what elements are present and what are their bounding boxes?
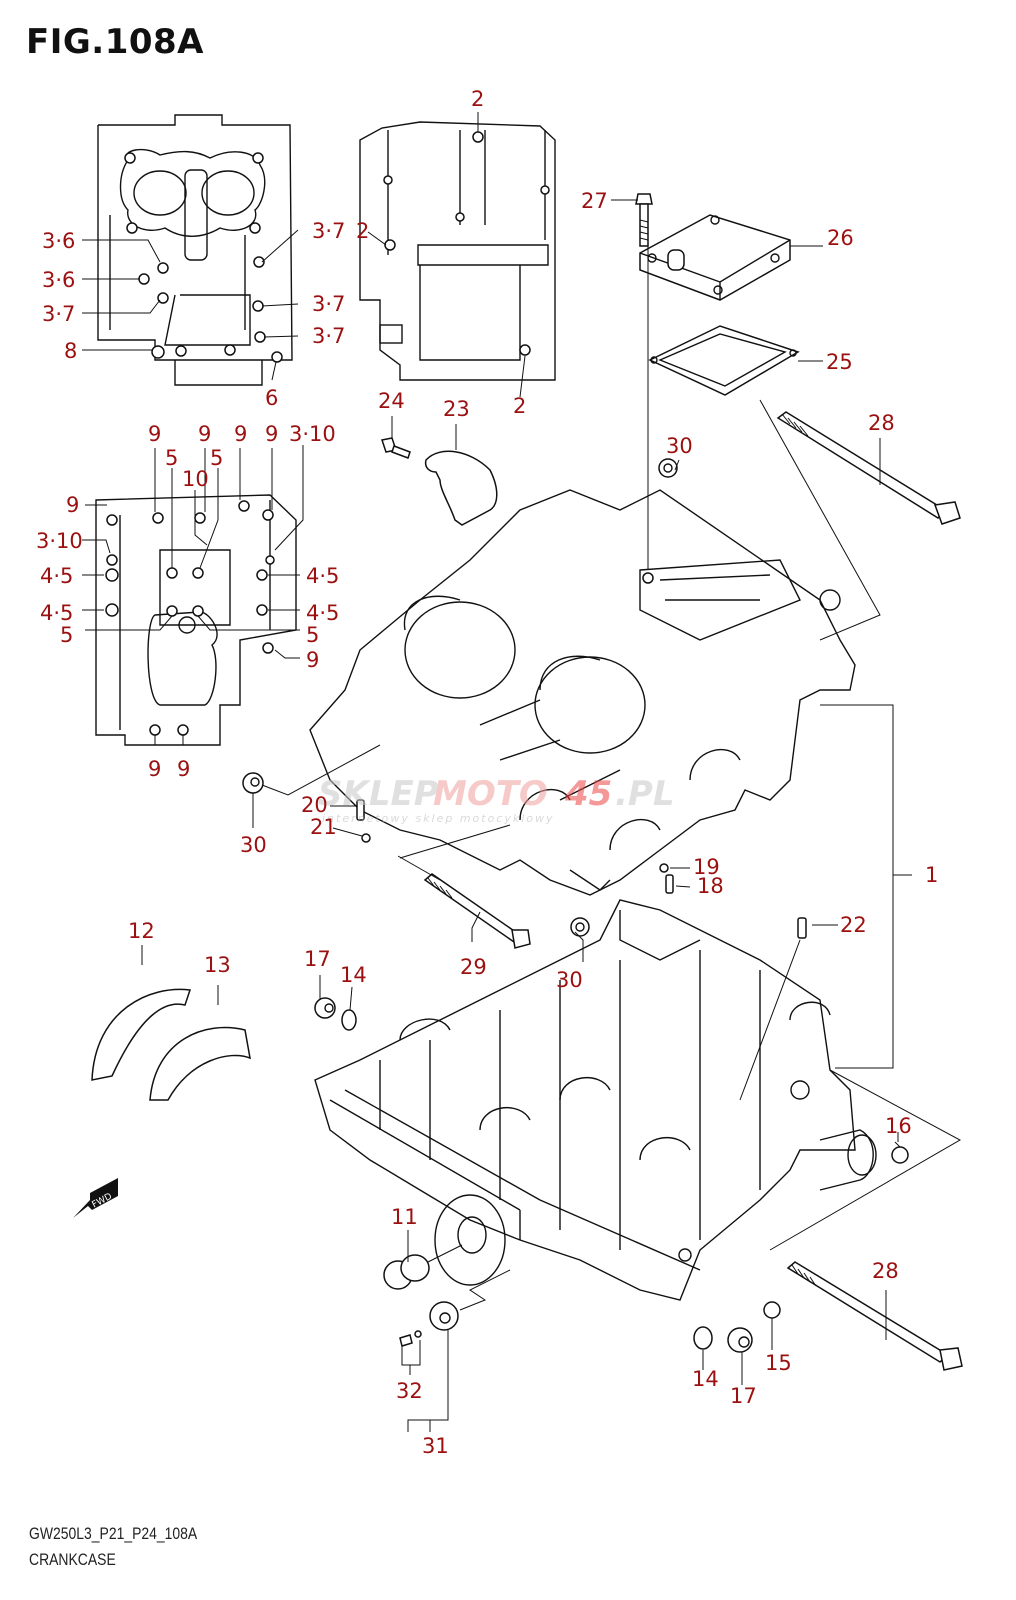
drain-plug-17-top (314, 997, 357, 1031)
nut-30-left (242, 744, 381, 828)
callout: 17 (730, 1384, 757, 1408)
nut-30-mid (570, 917, 590, 937)
callout: 24 (378, 389, 405, 413)
callout: 9 (198, 422, 211, 446)
figure-code: GW250L3_P21_P24_108A (29, 1524, 198, 1543)
callout: 9 (234, 422, 247, 446)
callout: 4·5 (40, 564, 73, 588)
callout: 4·5 (306, 601, 339, 625)
callout: 28 (868, 411, 895, 435)
lower-left-case-view (82, 445, 304, 746)
callout: 27 (581, 189, 608, 213)
figure-title: FIG.108A (26, 22, 204, 62)
callout: 30 (556, 968, 583, 992)
callout: 8 (64, 339, 77, 363)
callout: 5 (210, 446, 223, 470)
callout: 3·6 (42, 229, 75, 253)
callout: 30 (240, 833, 267, 857)
callout: 3·7 (42, 302, 75, 326)
fwd-arrow-icon: FWD (73, 1178, 118, 1218)
callout: 3·7 (312, 292, 345, 316)
callout: 17 (304, 947, 331, 971)
callout: 14 (340, 963, 367, 987)
callout: 4·5 (306, 564, 339, 588)
stud-bolt-bottom (769, 1069, 963, 1371)
callout: 1 (925, 863, 938, 887)
callout: 2 (471, 87, 484, 111)
callout: 16 (885, 1114, 912, 1138)
upper-left-case-view (82, 114, 299, 386)
callout: 9 (148, 422, 161, 446)
plug-11 (383, 1230, 463, 1290)
callout: 9 (177, 757, 190, 781)
figure-name: CRANKCASE (29, 1550, 116, 1569)
callout: 9 (306, 648, 319, 672)
bolt-24 (381, 437, 411, 459)
watermark-tagline: internetowy sklep motocyklowy (322, 812, 555, 825)
jet-20 (356, 799, 371, 843)
callout: 15 (765, 1351, 792, 1375)
bolt-27 (635, 193, 653, 247)
callout: 30 (666, 434, 693, 458)
callout: 3·6 (42, 268, 75, 292)
upper-mid-case-view (359, 112, 556, 398)
callout: 9 (66, 493, 79, 517)
callout: 3·7 (312, 324, 345, 348)
thrust-bearing-13 (149, 1026, 251, 1101)
callout: 29 (460, 955, 487, 979)
callout: 31 (422, 1434, 449, 1458)
callout: 5 (60, 623, 73, 647)
callout: 22 (840, 913, 867, 937)
thrust-bearing-12 (91, 988, 192, 1081)
callout: 18 (697, 874, 724, 898)
leader-1 (820, 704, 912, 1069)
watermark-brand-tld: .PL (615, 774, 675, 814)
upper-crankcase (309, 489, 856, 896)
callout: 6 (265, 386, 278, 410)
callout: 3·10 (36, 529, 83, 553)
callout: 9 (148, 757, 161, 781)
callout: 9 (265, 422, 278, 446)
callout: 28 (872, 1259, 899, 1283)
lower-crankcase (314, 899, 877, 1301)
callout: 23 (443, 397, 470, 421)
callout: 5 (165, 446, 178, 470)
watermark-brand-num: 45 (564, 774, 612, 814)
stud-bolt-top (759, 399, 961, 641)
callout: 32 (396, 1379, 423, 1403)
callout: 21 (310, 815, 337, 839)
breather-cover (639, 214, 791, 301)
callout: 19 (693, 855, 720, 879)
callout: 3·7 (312, 219, 345, 243)
callout: 5 (306, 623, 319, 647)
callout: 13 (204, 953, 231, 977)
breather-gasket (648, 325, 800, 396)
watermark: SKLEP MOTO 45 .PL internetowy sklep moto… (318, 774, 675, 825)
callout: 3·10 (289, 422, 336, 446)
callout: 14 (692, 1367, 719, 1391)
callout-leaders (319, 199, 901, 1148)
callout: 20 (301, 793, 328, 817)
watermark-brand-left: SKLEP (318, 774, 439, 814)
callout: 12 (128, 919, 155, 943)
callout: 25 (826, 350, 853, 374)
watermark-brand-mid: MOTO (433, 774, 548, 814)
callout: 4·5 (40, 601, 73, 625)
plate-23 (424, 450, 498, 526)
oil-pressure-switch (399, 1269, 511, 1432)
callout-labels: 3·6 3·6 3·7 8 3·7 3·7 3·7 6 2 2 2 9 9 9 … (36, 87, 938, 1458)
nut-30-top (658, 458, 678, 478)
callout: 26 (827, 226, 854, 250)
callout: 2 (513, 394, 526, 418)
bolt-29 (397, 824, 531, 949)
callout: 10 (182, 467, 209, 491)
drain-plug-17-bottom (693, 1301, 781, 1385)
jet-22 (739, 917, 807, 1101)
callout: 11 (391, 1205, 418, 1229)
callout: 2 (356, 219, 369, 243)
jet-18 (659, 863, 674, 894)
